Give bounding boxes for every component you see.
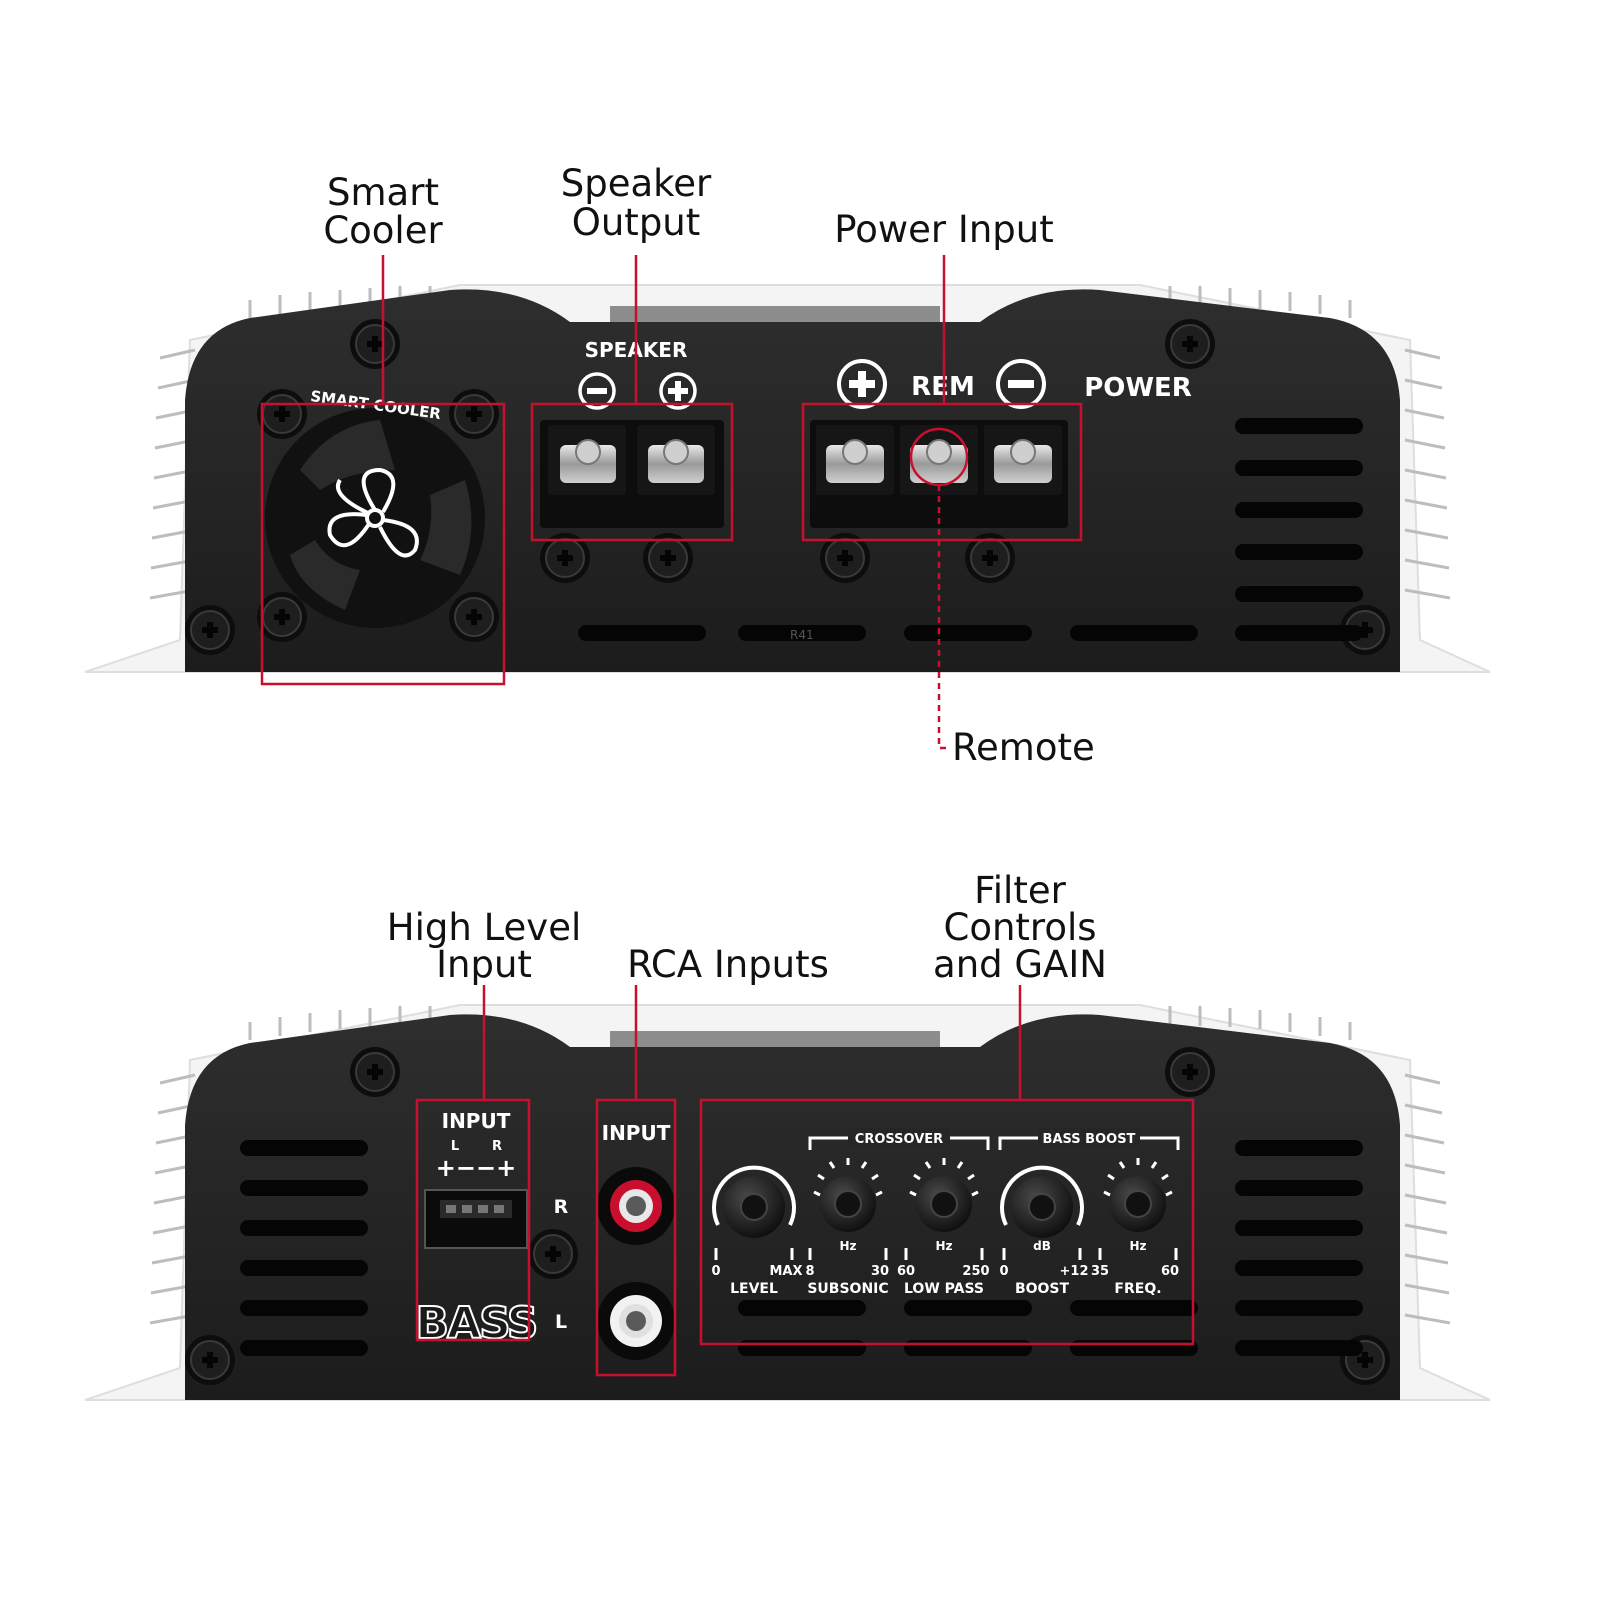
callout-smart-cooler-line2: Cooler bbox=[323, 209, 443, 252]
knob-max-label: 30 bbox=[871, 1264, 889, 1279]
knob-boost[interactable] bbox=[1000, 1165, 1084, 1238]
high-level-input-label: INPUT bbox=[442, 1109, 511, 1133]
rca-left-jack bbox=[597, 1282, 675, 1360]
knob-tick-min bbox=[1002, 1248, 1006, 1260]
bass-boost-label: BASS BOOST bbox=[1043, 1132, 1136, 1147]
knob-min-label: 0 bbox=[999, 1264, 1008, 1279]
knob-name-label: LOW PASS bbox=[904, 1281, 984, 1297]
heatsink-fins-right bbox=[1168, 286, 1451, 600]
callout-filter-line1: Filter bbox=[974, 869, 1066, 912]
knob-level[interactable] bbox=[712, 1165, 796, 1238]
high-level-l-label: L bbox=[451, 1139, 459, 1154]
bottom-amplifier: INPUT L R +−−+ BASS INPUT R L bbox=[84, 1004, 1491, 1401]
knob-tick-min bbox=[904, 1248, 908, 1260]
callout-power-input: Power Input bbox=[834, 208, 1053, 251]
knob-unit: Hz bbox=[839, 1239, 856, 1253]
knob-unit: Hz bbox=[935, 1239, 952, 1253]
knob-name-label: FREQ. bbox=[1114, 1281, 1161, 1297]
knob-max-label: 60 bbox=[1161, 1264, 1179, 1279]
knob-low-pass[interactable] bbox=[909, 1158, 979, 1232]
knob-tick-max bbox=[790, 1248, 794, 1260]
knob-tick-max bbox=[884, 1248, 888, 1260]
knob-tick-min bbox=[1098, 1248, 1102, 1260]
high-level-polarity: +−−+ bbox=[436, 1154, 516, 1182]
callout-filter-line3: and GAIN bbox=[933, 943, 1107, 986]
brand-logo: BASS bbox=[416, 1298, 537, 1349]
knob-name-label: LEVEL bbox=[730, 1281, 778, 1297]
knob-max-label: +12 bbox=[1060, 1264, 1089, 1279]
knob-tick-min bbox=[714, 1248, 718, 1260]
callout-rca-inputs: RCA Inputs bbox=[627, 943, 829, 986]
top-amplifier: SMART COOLER SPEAKER REM bbox=[84, 284, 1491, 686]
knob-tick-max bbox=[980, 1248, 984, 1260]
callout-high-level-line2: Input bbox=[436, 943, 532, 986]
rca-right-jack bbox=[597, 1167, 675, 1245]
knob-min-label: 60 bbox=[897, 1264, 915, 1279]
rca-r-label: R bbox=[554, 1196, 569, 1218]
knob-min-label: 8 bbox=[805, 1264, 814, 1279]
callout-speaker-output-line2: Output bbox=[572, 201, 701, 244]
knob-tick-min bbox=[808, 1248, 812, 1260]
power-minus-icon bbox=[996, 359, 1046, 409]
knob-name-label: BOOST bbox=[1015, 1281, 1070, 1297]
knob-max-label: 250 bbox=[962, 1264, 989, 1279]
knob-min-label: 35 bbox=[1091, 1264, 1109, 1279]
smart-cooler-fan bbox=[265, 408, 485, 628]
high-level-r-label: R bbox=[492, 1139, 502, 1154]
power-label: POWER bbox=[1084, 373, 1192, 403]
callout-speaker-output-line1: Speaker bbox=[561, 162, 712, 205]
speaker-terminal-block bbox=[540, 420, 724, 528]
speaker-minus-icon bbox=[578, 372, 616, 410]
fan-icon bbox=[327, 467, 419, 558]
knob-tick-max bbox=[1078, 1248, 1082, 1260]
heatsink-fins-right-bottom bbox=[1168, 1006, 1451, 1325]
callout-smart-cooler-line1: Smart bbox=[327, 171, 439, 214]
knob-freq[interactable] bbox=[1103, 1158, 1173, 1232]
knob-tick-max bbox=[1174, 1248, 1178, 1260]
knob-subsonic[interactable] bbox=[813, 1158, 883, 1232]
knob-unit: Hz bbox=[1129, 1239, 1146, 1253]
callout-remote: Remote bbox=[952, 726, 1095, 769]
knob-max-label: MAX bbox=[769, 1264, 802, 1279]
power-plus-icon bbox=[837, 359, 887, 409]
speaker-plus-icon bbox=[659, 372, 697, 410]
callout-filter-line2: Controls bbox=[943, 906, 1096, 949]
rca-input-label: INPUT bbox=[602, 1121, 671, 1145]
high-level-connector bbox=[424, 1189, 528, 1249]
model-text: R41 bbox=[790, 628, 814, 642]
knob-name-label: SUBSONIC bbox=[807, 1281, 888, 1297]
top-panel bbox=[185, 289, 1400, 672]
rca-l-label: L bbox=[555, 1311, 567, 1333]
knob-unit: dB bbox=[1033, 1239, 1051, 1253]
crossover-label: CROSSOVER bbox=[855, 1132, 943, 1147]
callout-high-level-line1: High Level bbox=[387, 906, 581, 949]
knob-min-label: 0 bbox=[711, 1264, 720, 1279]
